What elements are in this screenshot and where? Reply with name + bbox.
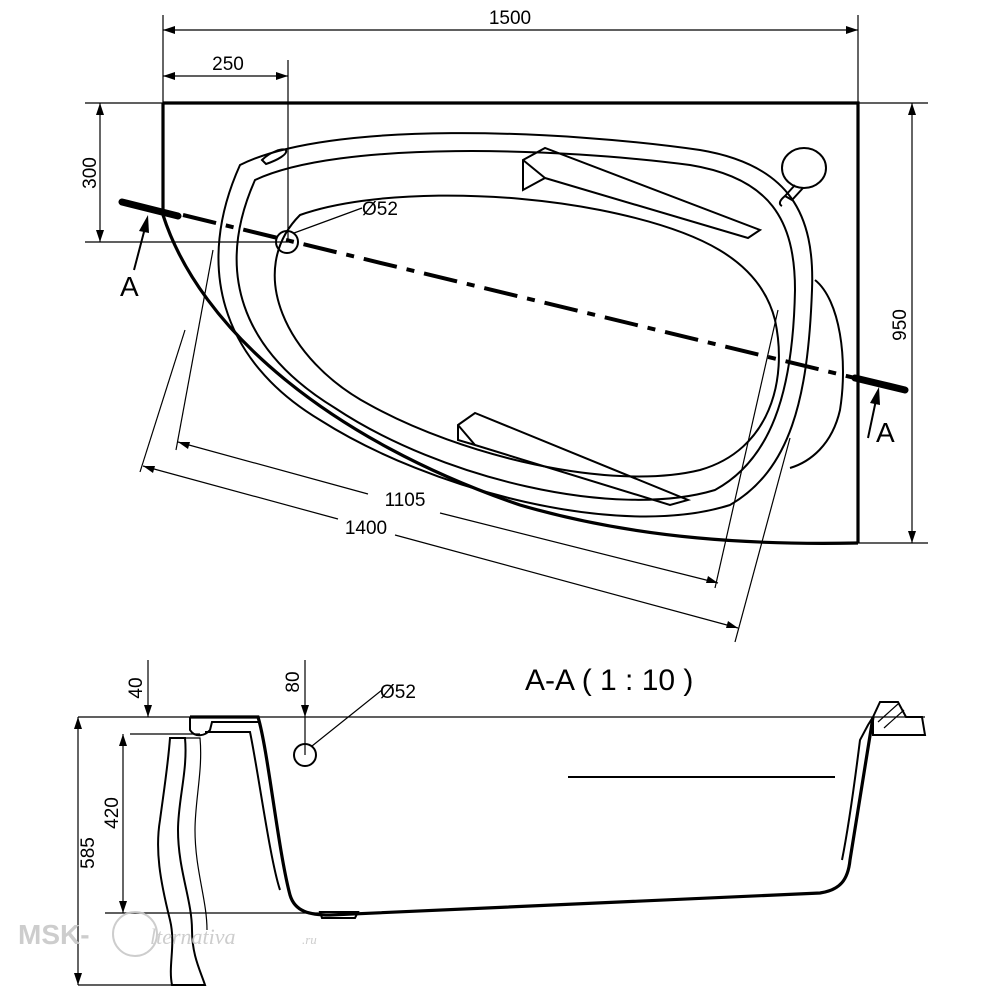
dim-line-1400-b xyxy=(394,534,739,629)
dim-offset-label: 250 xyxy=(212,54,244,75)
dim-arrow-80 xyxy=(301,705,309,717)
support-leg xyxy=(157,737,207,986)
tub-basin xyxy=(273,194,780,478)
dim-total-height-label: 585 xyxy=(78,837,99,869)
section-arrow-right xyxy=(867,387,880,439)
section-mark-right: A xyxy=(876,417,895,448)
dim-arrow-40 xyxy=(144,705,152,717)
section-mark-left: A xyxy=(120,271,139,302)
ext-line-1400-left xyxy=(139,329,186,473)
tub-rim-outer xyxy=(217,132,814,518)
drain-icon xyxy=(275,230,299,254)
tub-rim-inner xyxy=(235,150,797,501)
wall-outline xyxy=(163,101,860,543)
watermark-emblem xyxy=(112,911,158,957)
support-leg-inner xyxy=(185,737,208,931)
side-bulge xyxy=(789,279,844,469)
armrest-bottom xyxy=(457,411,692,507)
dim-inner-height-label: 420 xyxy=(102,797,123,829)
overflow-leader xyxy=(311,689,383,747)
dim-overflow-label: 80 xyxy=(283,671,304,692)
drain-label: Ø52 xyxy=(362,199,398,220)
tub-section-inner-wall xyxy=(205,731,281,891)
section-cut-left xyxy=(118,198,182,220)
overflow-icon xyxy=(293,743,317,767)
overflow-label: Ø52 xyxy=(380,682,416,703)
section-cut-right xyxy=(851,374,909,394)
watermark-script: lternativa xyxy=(150,924,236,949)
section-view: A-A ( 1 : 10 ) 40 80 Ø52 585 420 xyxy=(74,660,927,986)
dim-outer-length-label: 1400 xyxy=(345,518,387,539)
overflow-slot xyxy=(260,148,288,166)
armrest-bottom-edge xyxy=(457,424,476,446)
watermark-logo: MSK- lternativa .ru xyxy=(18,911,317,957)
drain-leader xyxy=(293,207,363,234)
faucet-icon xyxy=(778,147,827,207)
dim-line-1400-a xyxy=(142,465,339,520)
section-title: A-A ( 1 : 10 ) xyxy=(525,664,693,697)
headrest-top xyxy=(522,146,763,240)
rim-detail-right xyxy=(872,701,927,736)
ext-line-1105-right xyxy=(714,309,779,589)
section-line xyxy=(182,213,856,380)
dim-inner-length-label: 1105 xyxy=(385,490,426,511)
dim-line-1105-a xyxy=(177,441,369,495)
tub-section-right-wall xyxy=(841,716,874,861)
plan-view: 1500 250 950 300 xyxy=(80,8,928,643)
rim-detail-left xyxy=(189,717,258,737)
section-arrow-left xyxy=(133,215,149,271)
dim-depth-label: 950 xyxy=(890,309,911,341)
watermark-prefix: MSK- xyxy=(18,919,90,950)
dim-rim-label: 40 xyxy=(126,677,147,698)
dim-line-1105-b xyxy=(439,512,719,584)
drain-foot xyxy=(318,911,360,919)
ext-line-1400-right xyxy=(734,437,791,643)
ext-line-1105-left xyxy=(175,249,214,451)
tub-outer-contour xyxy=(161,214,859,545)
watermark-suffix: .ru xyxy=(302,932,317,947)
dim-width-label: 1500 xyxy=(489,8,531,29)
headrest-top-edge xyxy=(522,159,546,179)
dim-offset-side-label: 300 xyxy=(80,157,101,189)
tub-section-outer xyxy=(190,715,875,917)
